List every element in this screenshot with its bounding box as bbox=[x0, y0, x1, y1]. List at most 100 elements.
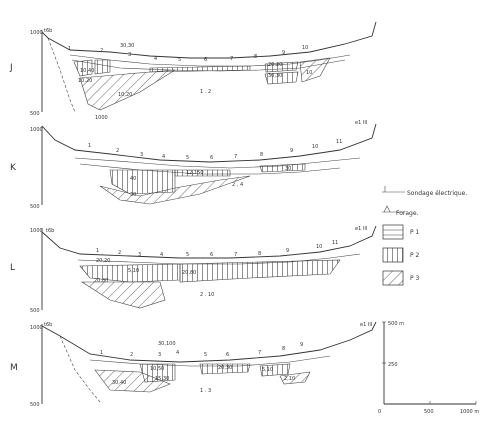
svg-text:9: 9 bbox=[300, 342, 303, 348]
section-label: K bbox=[10, 163, 17, 173]
elevation-bottom: 500 bbox=[30, 111, 40, 117]
p3-body bbox=[99, 175, 251, 205]
resistivity-label: 10 bbox=[306, 70, 312, 76]
p2-body bbox=[264, 61, 299, 73]
svg-text:4: 4 bbox=[154, 56, 157, 62]
right-tag: e1 III bbox=[360, 322, 372, 328]
resistivity-label: 40 bbox=[130, 176, 136, 182]
p2-body bbox=[79, 263, 181, 283]
svg-text:7: 7 bbox=[234, 154, 237, 160]
p2-body bbox=[174, 169, 231, 177]
legend-forage-label: Forage. bbox=[396, 210, 419, 217]
resistivity-label: 30,30 bbox=[268, 73, 282, 79]
horizontal-scale-0: 0 bbox=[378, 409, 381, 415]
resistivity-label: 12,150 bbox=[186, 170, 204, 176]
p2-body bbox=[264, 71, 299, 85]
p2-body bbox=[199, 363, 251, 375]
resistivity-label: 15,30 bbox=[155, 376, 169, 382]
resistivity-label: 1 . 3 bbox=[200, 388, 211, 394]
sondage-numbers: 1 2 3 4 5 6 7 8 9 10 bbox=[68, 45, 308, 63]
resistivity-label: 30 bbox=[130, 192, 136, 198]
svg-text:6: 6 bbox=[210, 155, 213, 161]
resistivity-label: 5,10 bbox=[262, 367, 273, 373]
resistivity-label: 2,10 bbox=[284, 376, 295, 382]
svg-text:8: 8 bbox=[258, 251, 261, 257]
resistivity-label: 20,20 bbox=[96, 258, 110, 264]
vertical-scale-top: 500 m bbox=[388, 321, 404, 327]
svg-text:1: 1 bbox=[88, 143, 91, 149]
right-tag: e1 III bbox=[355, 226, 367, 232]
resistivity-label: 30,40 bbox=[112, 380, 126, 386]
svg-text:9: 9 bbox=[282, 50, 285, 56]
svg-text:7: 7 bbox=[258, 350, 261, 356]
svg-text:10: 10 bbox=[302, 45, 308, 51]
left-tag: t6b bbox=[46, 228, 54, 234]
p3-body bbox=[94, 369, 171, 393]
scale-bars: 500 m 250 0 500 1000 m bbox=[378, 321, 479, 415]
svg-text:8: 8 bbox=[260, 152, 263, 158]
p2-body bbox=[259, 363, 291, 377]
svg-text:6: 6 bbox=[226, 352, 229, 358]
layer-base bbox=[71, 59, 346, 72]
p2-body bbox=[179, 259, 341, 283]
svg-text:11: 11 bbox=[336, 139, 342, 145]
section-k: K 1000 500 e1 III 12,150 40 30 30 2 . 4 … bbox=[10, 120, 377, 210]
elevation-top: 1000 bbox=[30, 325, 43, 331]
mid-scale: 1000 bbox=[95, 115, 108, 121]
resistivity-label: 30 bbox=[285, 166, 291, 172]
resistivity-label: 5,10 bbox=[128, 268, 139, 274]
svg-text:2: 2 bbox=[130, 352, 133, 358]
svg-text:5: 5 bbox=[178, 57, 181, 63]
svg-text:3: 3 bbox=[128, 52, 131, 58]
ground-surface bbox=[41, 123, 377, 163]
svg-text:5: 5 bbox=[186, 155, 189, 161]
ground-surface bbox=[41, 225, 377, 259]
p3-swatch bbox=[382, 270, 404, 286]
svg-text:1: 1 bbox=[96, 248, 99, 254]
resistivity-label: 1 . 2 bbox=[200, 89, 211, 95]
legend-p2-label: P 2 bbox=[410, 252, 420, 259]
resistivity-label: 20,20 bbox=[268, 62, 282, 68]
elevation-top: 1000 bbox=[30, 228, 43, 234]
svg-text:9: 9 bbox=[286, 248, 289, 254]
resistivity-label: 2 . 4 bbox=[232, 182, 243, 188]
resistivity-label: 20,80 bbox=[94, 278, 108, 284]
resistivity-label: 30,100 bbox=[158, 341, 176, 347]
legend-p3-label: P 3 bbox=[410, 275, 420, 282]
p3-body bbox=[79, 69, 176, 111]
svg-text:1: 1 bbox=[68, 46, 71, 52]
p2-body bbox=[259, 163, 306, 173]
p2-swatch bbox=[382, 247, 404, 263]
section-label: M bbox=[10, 363, 18, 373]
layer-top bbox=[74, 157, 361, 169]
svg-text:3: 3 bbox=[138, 252, 141, 258]
elevation-bottom: 500 bbox=[30, 204, 40, 210]
svg-text:6: 6 bbox=[210, 252, 213, 258]
left-tag: t6b bbox=[44, 28, 52, 34]
svg-text:9: 9 bbox=[290, 148, 293, 154]
p2-body bbox=[149, 65, 251, 73]
svg-text:6: 6 bbox=[204, 57, 207, 63]
resistivity-label: 10,20 bbox=[78, 78, 92, 84]
svg-text:3: 3 bbox=[158, 352, 161, 358]
svg-text:7: 7 bbox=[234, 252, 237, 258]
right-tag: e1 III bbox=[355, 120, 367, 126]
elevation-top: 1000 bbox=[30, 127, 43, 133]
p1-swatch bbox=[382, 224, 404, 240]
svg-text:5: 5 bbox=[204, 352, 207, 358]
ground-surface bbox=[41, 21, 377, 59]
svg-text:2: 2 bbox=[116, 148, 119, 154]
fault-line bbox=[47, 37, 76, 113]
p3-body bbox=[299, 57, 331, 83]
svg-text:4: 4 bbox=[162, 154, 165, 160]
elevation-bottom: 500 bbox=[30, 402, 40, 408]
svg-text:10: 10 bbox=[312, 144, 318, 150]
legend-p1-label: P 1 bbox=[410, 229, 420, 236]
sondage-numbers: 1 2 3 4 5 6 7 8 9 bbox=[100, 342, 303, 358]
section-label: L bbox=[10, 263, 15, 273]
svg-text:5: 5 bbox=[186, 252, 189, 258]
section-l: L 1000 500 t6b e1 III 20,20 5,10 20,80 2… bbox=[10, 225, 377, 314]
section-j: J 1000 500 t6b 1000 30,30 10,40 10,20 10… bbox=[9, 21, 377, 121]
vertical-scale-mid: 250 bbox=[388, 362, 398, 368]
